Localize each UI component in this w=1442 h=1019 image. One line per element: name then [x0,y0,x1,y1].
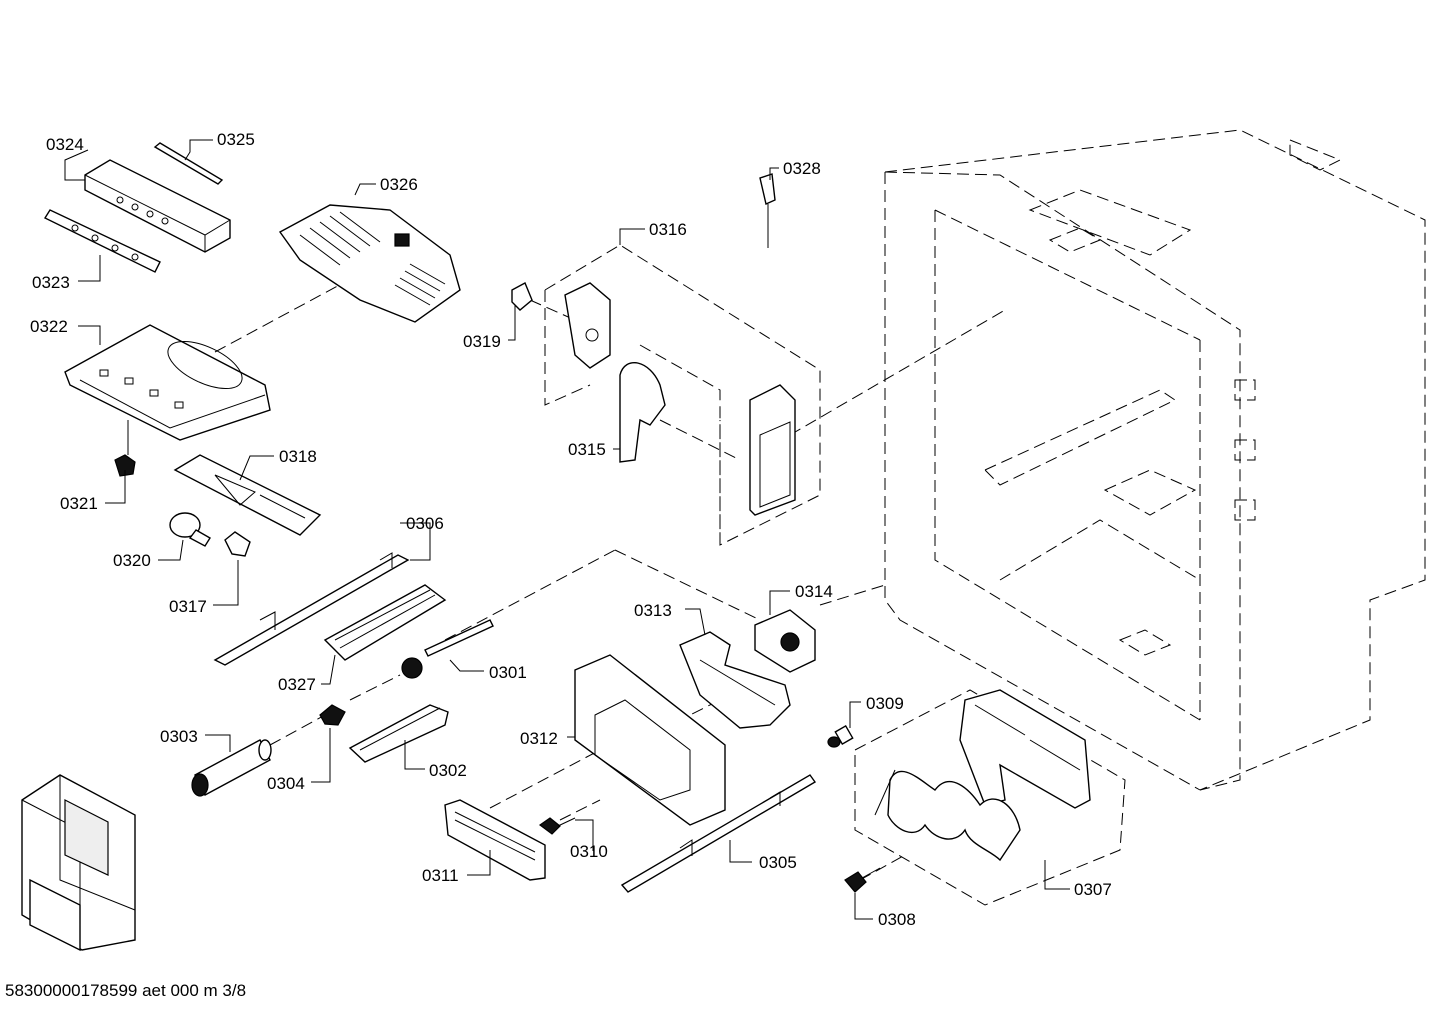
label-0308: 0308 [878,910,916,929]
label-0307: 0307 [1074,880,1112,899]
label-0320: 0320 [113,551,151,570]
label-0305: 0305 [759,853,797,872]
refrigerator-cabinet [884,129,1426,791]
part-0321-switch [114,454,136,477]
label-0323: 0323 [32,273,70,292]
label-0327: 0327 [278,675,316,694]
label-0313: 0313 [634,601,672,620]
part-0309-fitting [827,724,854,748]
part-0314-valve-block [754,609,816,673]
part-0310-screw [538,817,576,835]
part-0308-screw [844,867,881,893]
part-0319-switch [511,282,533,311]
callout-leaders [64,139,1070,920]
label-0315: 0315 [568,440,606,459]
part-0312-housing [574,654,726,826]
part-0306-rail [213,552,410,666]
label-0322: 0322 [30,317,68,336]
part-0318-lens-cover [173,454,322,536]
part-0326-air-duct-cover [278,204,461,323]
label-0309: 0309 [866,694,904,713]
label-0316: 0316 [649,220,687,239]
label-0302: 0302 [429,761,467,780]
part-0324-control-housing [84,159,231,253]
part-0328-screw [759,173,776,248]
label-0321: 0321 [60,494,98,513]
part-0307-heater-assembly [874,689,1091,862]
label-0326: 0326 [380,175,418,194]
part-0302-filter-holder [348,704,449,763]
part-0305-rail [620,774,817,893]
appliance-thumbnail-icon [21,774,136,952]
label-0306: 0306 [406,514,444,533]
label-0318: 0318 [279,447,317,466]
label-0319: 0319 [463,332,501,351]
part-0304-filter-cap [319,704,346,726]
group-box-0307 [854,689,1126,906]
label-0301: 0301 [489,663,527,682]
label-0312: 0312 [520,729,558,748]
label-0314: 0314 [795,582,833,601]
part-0323-panel-strip [43,209,161,273]
label-0303: 0303 [160,727,198,746]
part-labels: 0324 0325 0326 0323 0322 0321 0318 0320 … [30,130,1112,929]
label-0324: 0324 [46,135,84,154]
group-box-0316 [544,244,821,546]
label-0317: 0317 [169,597,207,616]
drawing-reference-footer: 58300000178599 aet 000 m 3/8 [5,981,247,1000]
part-0315-water-tube [619,362,666,463]
part-0325-pin [153,142,224,185]
part-0301-sensor [401,619,494,679]
label-0304: 0304 [267,774,305,793]
part-0303-water-filter [191,739,272,797]
assembly-lines [214,281,1006,881]
part-dispenser-front-panel [749,384,796,516]
label-0325: 0325 [217,130,255,149]
part-0316-dispenser-body [564,282,611,369]
label-0311: 0311 [422,866,459,885]
part-0327-bracket [323,584,447,661]
part-0317-lamp-socket [224,531,251,557]
part-0322-light-tray [64,324,271,441]
part-0313-ice-chute [679,631,791,729]
part-0311-grille [444,799,546,881]
part-0320-bulb [169,512,211,547]
label-0328: 0328 [783,159,821,178]
label-0310: 0310 [570,842,608,861]
